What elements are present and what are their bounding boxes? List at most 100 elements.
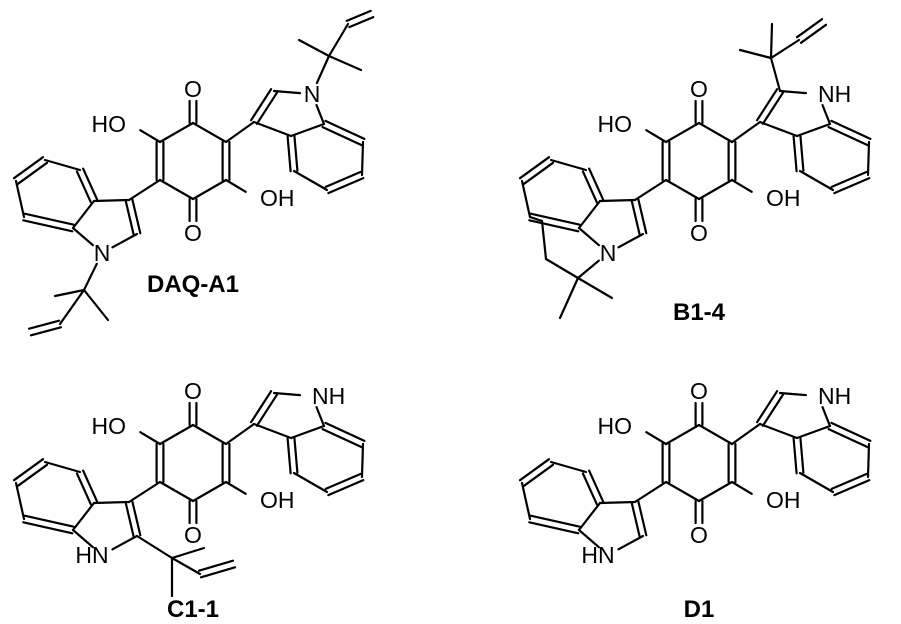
bond-l7-l7a-b: [529, 514, 581, 528]
bond-r4-r5: [798, 169, 835, 192]
bond-lv1-lv2-b: [29, 326, 63, 337]
bond-r7-r7a-b: [827, 125, 869, 147]
bond-rc-rme2: [327, 54, 363, 72]
bond-r3-r2-a: [255, 91, 278, 125]
bond-l2-ln: [617, 232, 645, 249]
bond-r2-rn: [778, 391, 808, 397]
bond-l3a-l4-a: [587, 469, 605, 503]
atom-label-o-top: O: [690, 378, 708, 404]
bond-r3-r2-a: [761, 393, 784, 427]
bond-r5-r6-a: [833, 479, 871, 497]
bond-r4-r5: [798, 471, 835, 494]
bond-l2-ln: [111, 534, 139, 551]
bond-l7-l7a-b: [23, 514, 75, 528]
compound-label-c1-1: C1-1: [167, 596, 219, 623]
bond-rn-rc: [315, 54, 331, 85]
bond-r7-r7a-b: [321, 427, 363, 449]
bond-l7-l7a-a: [22, 219, 74, 233]
bond-l4-l5: [549, 460, 588, 474]
bond-q4-q5: [191, 480, 228, 503]
atom-label-hn-left: HN: [75, 542, 108, 568]
bond-q5-q6: [158, 178, 195, 201]
bond-lc-lme2: [82, 288, 110, 322]
bond-l7a-l3a: [71, 501, 96, 532]
bond-rc-rme1: [297, 38, 331, 58]
bond-l3-l2-a: [630, 199, 641, 236]
bond-l6-l7: [14, 481, 26, 521]
bond-ln-l7a: [71, 226, 95, 247]
bond-rv1-rv2-a: [799, 23, 828, 44]
bond-r3a-r4-b: [799, 134, 805, 172]
bond-q1-q2: [664, 121, 701, 144]
bond-q2-q3: [697, 423, 734, 446]
bond-q5-q6: [158, 480, 195, 503]
bond-r2-rn: [272, 89, 302, 95]
bond-r3a-r4-a: [792, 437, 798, 475]
bond-q1-q2: [158, 121, 195, 144]
bond-r3a-r3: [252, 422, 293, 440]
bond-q6-l3: [633, 178, 668, 202]
bond-r5-r6-b: [324, 472, 362, 490]
bond-q6-l3: [127, 480, 162, 504]
bond-r3-r2-b: [250, 390, 273, 424]
bond-lc-lme1: [53, 288, 86, 298]
bond-l7a-l3a: [71, 199, 96, 230]
atom-label-o-bottom: O: [690, 522, 708, 548]
bond-t3-tme2: [576, 276, 614, 300]
bond-r2-rc: [769, 56, 782, 93]
bond-q1-o2: [139, 431, 162, 446]
bond-q5-q6: [664, 178, 701, 201]
bond-l3-l2-b: [131, 198, 142, 235]
bond-t2-t3: [544, 257, 580, 280]
bond-q4-o5: [224, 178, 247, 193]
bond-l3-l2-b: [131, 500, 142, 537]
bond-r6-r7: [360, 442, 365, 479]
bond-q4-q5: [697, 178, 734, 201]
bond-l6-l7: [14, 179, 26, 219]
bond-l2-lc: [135, 534, 174, 560]
atom-label-ho: HO: [92, 413, 127, 439]
bond-r5-r6-b: [830, 170, 868, 188]
compound-label-daq-a1: DAQ-A1: [147, 271, 239, 298]
bond-rc-rme1: [738, 48, 773, 60]
bond-q1-o2: [139, 129, 162, 144]
bond-l5-l6-a: [12, 156, 45, 180]
bond-r3-r2-b: [756, 88, 779, 122]
bond-l4-l5: [43, 158, 82, 172]
bond-l4-l5: [549, 158, 588, 172]
bond-r6-r7: [866, 140, 871, 177]
bond-lc-lme1: [170, 546, 206, 560]
bond-q4-q5: [191, 178, 228, 201]
bond-rv1-rv2-b: [345, 9, 372, 22]
bond-r3a-r3: [758, 422, 799, 440]
bond-rc-rv1: [327, 22, 350, 58]
bond-r5-r6-b: [830, 472, 868, 490]
bond-ln-l7a: [577, 226, 601, 247]
bond-r4-r5: [292, 471, 329, 494]
bond-r7-r7a-b: [321, 125, 363, 147]
bond-r7-r7a-a: [324, 119, 366, 140]
bond-q5-q6: [664, 480, 701, 503]
bond-q3-r3: [224, 120, 256, 144]
bond-l3a-l3: [598, 198, 637, 203]
bond-l5-l6-b: [522, 161, 555, 185]
bond-t3-ln: [576, 259, 600, 280]
bond-l7-l7a-a: [528, 219, 580, 233]
bond-l6-l7: [520, 179, 532, 219]
bond-ln-lc: [82, 262, 98, 292]
bond-r5-r6-a: [327, 479, 365, 497]
bond-r3a-r4-b: [293, 436, 299, 474]
bond-l7-l7a-b: [529, 212, 581, 226]
bond-l3-l2-b: [637, 500, 648, 537]
bond-l3a-l3: [598, 500, 637, 505]
bond-r3-r2-b: [250, 88, 273, 122]
bond-q1-q2: [664, 423, 701, 446]
bond-r7a-r3a: [289, 122, 326, 138]
bond-rn-r7a: [821, 103, 832, 126]
bond-l3-l2-a: [124, 501, 135, 538]
bond-r5-r6-a: [833, 177, 871, 195]
atom-label-ho: HO: [92, 111, 127, 137]
bond-l3a-l3: [92, 198, 131, 203]
bond-l5-l6-a: [518, 458, 551, 482]
